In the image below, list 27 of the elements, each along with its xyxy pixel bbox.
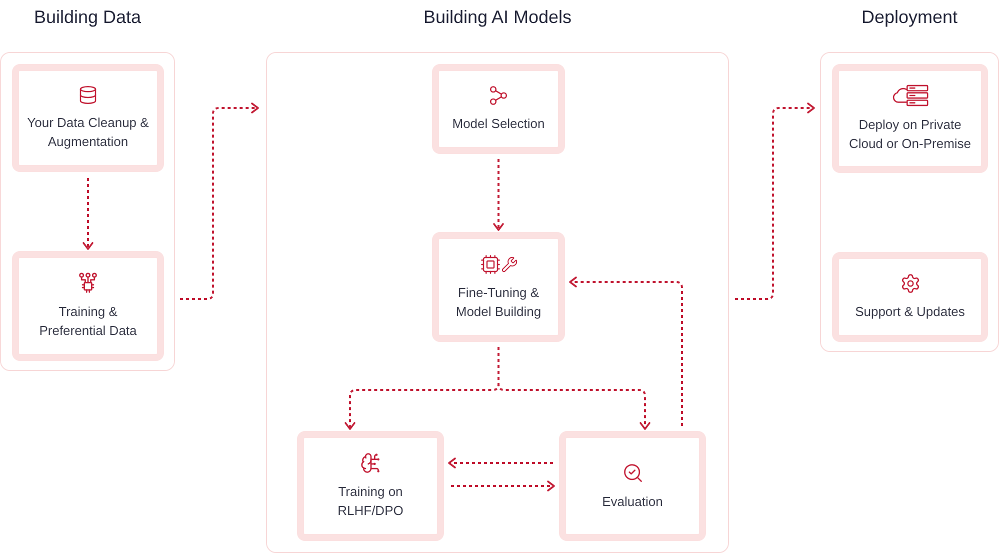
step-label: Training & Preferential Data bbox=[38, 303, 138, 340]
dotted-arrow bbox=[569, 276, 683, 426]
step-label: Evaluation bbox=[602, 492, 663, 510]
stage-heading: Building Data bbox=[34, 6, 142, 29]
dotted-arrow bbox=[498, 347, 650, 430]
step-card bbox=[432, 232, 565, 342]
step-label: Fine-Tuning & Model Building bbox=[454, 284, 542, 320]
dotted-arrow bbox=[180, 102, 259, 300]
step-label: Model Selection bbox=[452, 115, 545, 133]
dotted-arrow bbox=[451, 480, 555, 492]
step-card bbox=[432, 64, 565, 154]
step-card bbox=[832, 252, 988, 342]
step-label: Support & Updates bbox=[855, 303, 965, 321]
step-label: Deploy on Private Cloud or On-Premise bbox=[848, 116, 972, 153]
stage-heading: Deployment bbox=[861, 6, 958, 29]
dotted-arrow bbox=[493, 159, 504, 231]
dotted-arrow bbox=[448, 458, 553, 468]
step-card bbox=[297, 431, 444, 541]
step-card bbox=[832, 64, 988, 173]
dotted-arrow bbox=[82, 178, 94, 250]
stage-heading: Building AI Models bbox=[423, 6, 572, 29]
step-card bbox=[559, 431, 706, 541]
step-card bbox=[12, 64, 164, 172]
step-card bbox=[12, 251, 164, 361]
step-label: Training on RLHF/DPO bbox=[336, 483, 404, 520]
dotted-arrow bbox=[735, 102, 815, 300]
step-label: Your Data Cleanup & Augmentation bbox=[27, 114, 149, 151]
